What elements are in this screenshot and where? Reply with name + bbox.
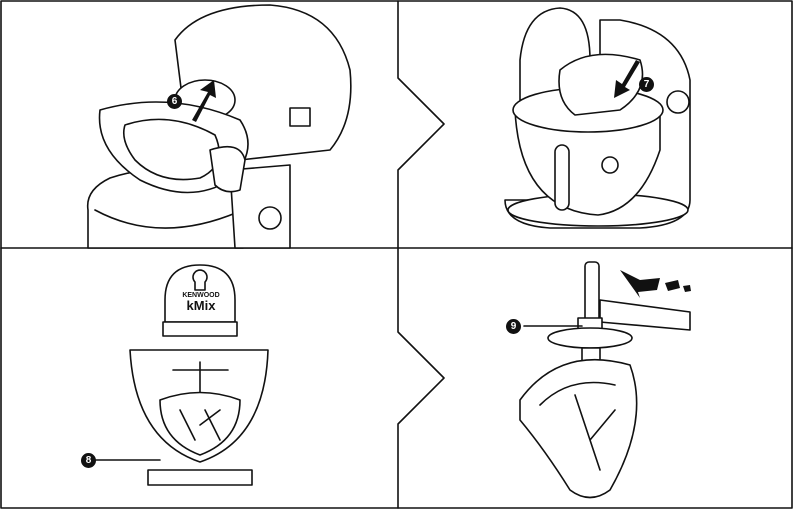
kenwood-logo: KENWOOD kMix — [168, 292, 234, 312]
step-7-badge: 7 — [639, 77, 654, 92]
panel-4-illustration — [519, 261, 691, 499]
step-9-badge: 9 — [506, 319, 521, 334]
vertical-divider-bottom — [397, 247, 445, 509]
logo-model: kMix — [186, 298, 216, 313]
panel-2-illustration — [504, 7, 691, 229]
step-8-badge: 8 — [81, 453, 96, 468]
panel-3-illustration — [95, 264, 269, 486]
panel-1-illustration — [86, 4, 352, 249]
logo-brand: KENWOOD — [182, 292, 220, 299]
step-6-badge: 6 — [167, 94, 182, 109]
vertical-divider-top — [397, 0, 445, 249]
